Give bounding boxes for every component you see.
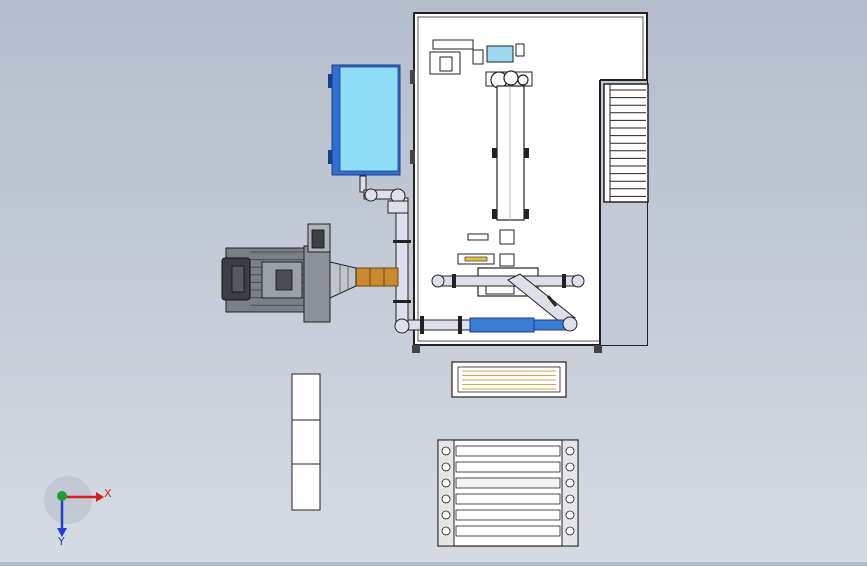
blue-drive-housing — [486, 45, 514, 63]
pump-volute — [303, 245, 331, 323]
valve-body-top — [499, 229, 515, 245]
side-stair[interactable] — [603, 83, 649, 203]
riser-flange-2 — [393, 300, 411, 303]
x-axis-head — [96, 492, 104, 502]
actuator-label — [464, 256, 488, 262]
drive-bracket — [432, 39, 474, 50]
tank-lug-bottom — [328, 150, 332, 164]
brass-connector — [355, 267, 399, 287]
roller-bearing-left — [441, 462, 451, 472]
top-drive-assembly[interactable] — [429, 39, 533, 89]
roller-bearing-right — [565, 462, 575, 472]
tank-lug-top — [328, 74, 332, 88]
roller-bearing-left — [441, 526, 451, 536]
coupling — [472, 49, 484, 65]
water-tank[interactable] — [328, 64, 401, 176]
control-box-1 — [291, 373, 321, 421]
conveyor-body — [496, 85, 525, 221]
cabinet-hinge-top — [410, 70, 415, 84]
gearbox-cover — [439, 56, 453, 72]
riser-top-tee — [387, 200, 409, 214]
roller-tube — [455, 445, 561, 457]
triad-backdrop — [44, 476, 92, 524]
motor-fan-grille — [231, 265, 245, 293]
roller-frame[interactable] — [437, 439, 579, 547]
control-box-2 — [291, 419, 321, 465]
filter-tray[interactable] — [451, 361, 567, 398]
conveyor-clamp-left — [492, 148, 497, 158]
conveyor-clamp-right — [524, 148, 529, 158]
roller-bearing-right — [565, 478, 575, 488]
y-axis-label: Y — [57, 535, 65, 548]
tank-outlet-stub — [359, 175, 367, 193]
riser-elbow-bottom — [394, 318, 410, 334]
roller-bearing-left — [441, 510, 451, 520]
roller-bearing-left — [441, 494, 451, 504]
pulley-right — [517, 74, 529, 86]
bottom-flange-2 — [458, 316, 462, 334]
roller-bearing-right — [565, 510, 575, 520]
roller-bearing-right — [565, 494, 575, 504]
roller-bearing-right — [565, 446, 575, 456]
cabinet-foot-left — [412, 345, 420, 353]
control-box-stack[interactable] — [291, 373, 321, 511]
control-box-3 — [291, 463, 321, 511]
pump-discharge-port — [311, 229, 325, 249]
header-elbow-left — [431, 274, 445, 288]
roller-tube — [455, 461, 561, 473]
motor-shaft-coupler — [275, 269, 293, 291]
blue-pipe-section — [469, 317, 535, 333]
conveyor-foot-left — [492, 209, 497, 219]
pulley-center — [503, 70, 519, 86]
header-flange-2 — [562, 274, 566, 288]
coordinate-triad: X Y — [44, 476, 112, 548]
diagonal-pipe — [507, 273, 576, 327]
vertical-conveyor[interactable] — [492, 85, 529, 221]
conveyor-foot-right — [524, 209, 529, 219]
roller-tube — [455, 477, 561, 489]
z-axis-head — [57, 528, 67, 537]
roller-set — [441, 445, 575, 537]
outlet-elbow-left — [364, 188, 378, 202]
cabinet-hinge-mid — [410, 150, 415, 164]
tray-slats — [462, 370, 556, 390]
stair-treads — [610, 89, 646, 197]
y-axis-indicator — [57, 491, 67, 501]
pipe-network[interactable] — [355, 175, 585, 334]
cabinet-foot-right — [594, 345, 602, 353]
valve-body-mid — [499, 253, 515, 267]
roller-tube — [455, 509, 561, 521]
header-flange-1 — [452, 274, 456, 288]
riser-flange-1 — [393, 240, 411, 243]
drive-endcap — [515, 43, 525, 57]
pump-inlet-cone — [329, 261, 357, 299]
bottom-elbow-right — [562, 316, 578, 332]
tank-panel — [339, 66, 399, 172]
vertical-riser — [395, 197, 409, 327]
valve-stem — [467, 233, 489, 241]
motor-pump[interactable] — [221, 223, 357, 323]
roller-bearing-left — [441, 446, 451, 456]
bottom-flange-1 — [420, 316, 424, 334]
roller-tube — [455, 525, 561, 537]
roller-bearing-right — [565, 526, 575, 536]
motor-coupling-guard — [261, 261, 303, 299]
x-axis-label: X — [104, 487, 112, 500]
roller-bearing-left — [441, 478, 451, 488]
roller-tube — [455, 493, 561, 505]
diagonal-flange — [546, 295, 558, 307]
header-elbow-right — [571, 274, 585, 288]
